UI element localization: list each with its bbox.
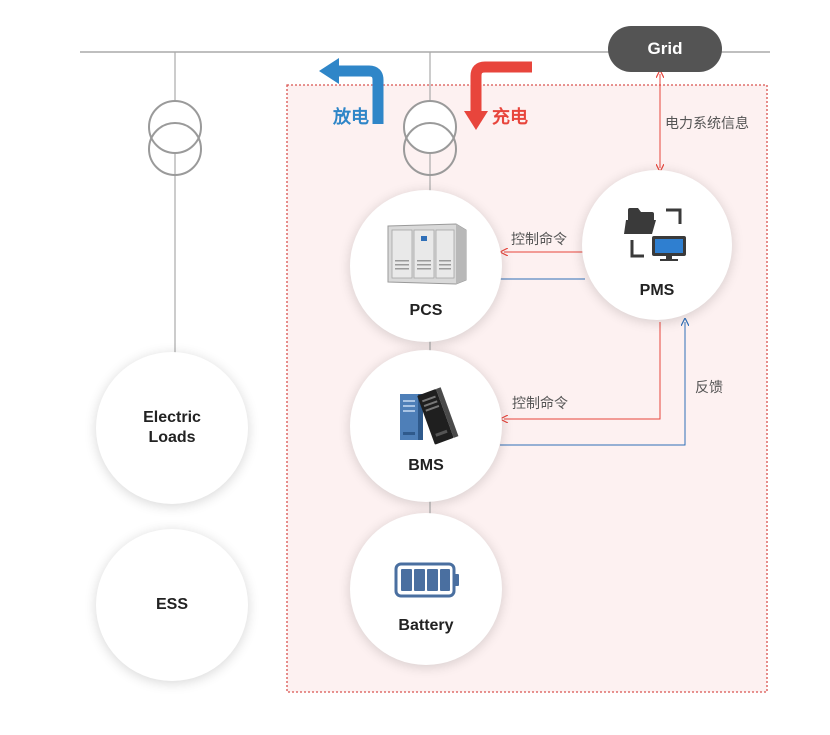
electric-loads-node: Electric Loads xyxy=(96,352,248,504)
pms-node: PMS xyxy=(582,170,732,320)
discharge-arrow-icon xyxy=(336,65,384,124)
charge-arrowhead xyxy=(464,111,488,130)
pcs-node: PCS xyxy=(350,190,502,342)
pms-label: PMS xyxy=(639,282,675,299)
electric-loads-label-line1: Electric xyxy=(143,409,201,426)
electric-loads-label-line2: Loads xyxy=(148,429,196,446)
battery-node: Battery xyxy=(350,513,502,665)
ess-node: ESS xyxy=(96,529,248,681)
charge-label: 充电 xyxy=(492,107,528,128)
battery-label: Battery xyxy=(398,617,454,634)
server-modules-icon xyxy=(400,387,459,445)
ess-label: ESS xyxy=(155,596,188,613)
pms-bms-command-line xyxy=(504,322,661,419)
bms-pms-feedback-line xyxy=(500,322,685,446)
transformer-icon xyxy=(148,100,202,176)
pcs-label: PCS xyxy=(409,302,443,319)
pms-pcs-command-label: 控制命令 xyxy=(511,232,567,248)
discharge-label: 放电 xyxy=(333,107,369,128)
pms-bms-command-label: 控制命令 xyxy=(512,396,568,412)
discharge-arrowhead xyxy=(319,58,339,84)
inverter-cabinet-icon xyxy=(387,223,467,285)
bms-feedback-label: 反馈 xyxy=(695,380,723,396)
battery-icon xyxy=(394,562,459,598)
bms-label: BMS xyxy=(408,457,444,474)
grid-pms-info-label: 电力系统信息 xyxy=(665,116,749,132)
transformer-icon xyxy=(403,100,457,176)
grid-node: Grid xyxy=(608,26,722,72)
monitor-network-icon xyxy=(624,208,686,261)
bms-node: BMS xyxy=(350,350,502,502)
charge-arrow-icon xyxy=(470,61,532,114)
